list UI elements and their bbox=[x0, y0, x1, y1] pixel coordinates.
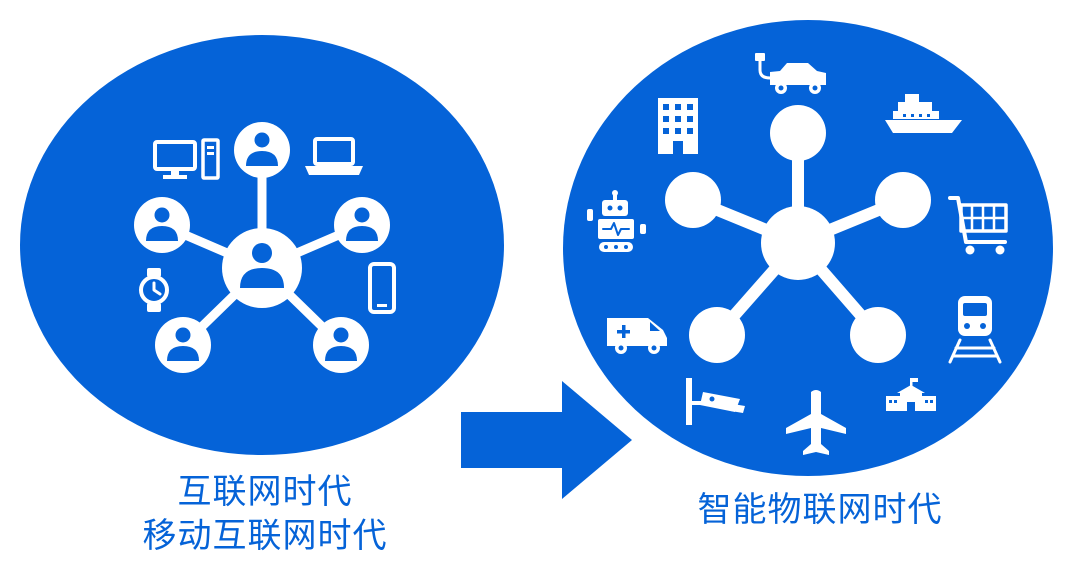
user-icon bbox=[146, 207, 178, 241]
user-icon bbox=[167, 327, 199, 361]
right-panel bbox=[563, 20, 1053, 476]
right-arrow-icon bbox=[461, 381, 632, 499]
hub-node bbox=[761, 206, 835, 280]
electric-car-icon bbox=[755, 53, 826, 94]
user-node-top bbox=[234, 122, 290, 178]
ship-icon bbox=[885, 94, 962, 133]
node-right bbox=[875, 172, 931, 228]
user-icon bbox=[246, 132, 278, 166]
shopping-cart-icon bbox=[948, 196, 1008, 255]
user-node-bottom-right bbox=[313, 317, 369, 373]
smartwatch-icon bbox=[139, 268, 169, 312]
caption-internet-era: 互联网时代 bbox=[177, 472, 353, 512]
node-left bbox=[665, 172, 721, 228]
right-caption: 智能物联网时代 bbox=[620, 488, 1020, 532]
airplane-icon bbox=[786, 390, 846, 455]
node-top bbox=[770, 105, 826, 161]
caption-mobile-internet-era: 移动互联网时代 bbox=[142, 516, 388, 556]
user-icon bbox=[346, 207, 378, 241]
right-network bbox=[665, 105, 931, 363]
user-node-left bbox=[134, 197, 190, 253]
building-icon bbox=[658, 98, 698, 154]
node-bottom-right bbox=[850, 307, 906, 363]
node-bottom-left bbox=[689, 307, 745, 363]
robot-icon bbox=[587, 190, 646, 252]
smartphone-icon bbox=[368, 262, 396, 314]
desktop-computer-icon bbox=[153, 138, 220, 180]
hub-user-node bbox=[222, 228, 302, 308]
ambulance-icon bbox=[607, 318, 667, 354]
user-node-bottom-left bbox=[155, 317, 211, 373]
user-icon bbox=[240, 243, 284, 288]
left-caption: 互联网时代 移动互联网时代 bbox=[60, 470, 470, 558]
laptop-icon bbox=[305, 137, 363, 175]
security-camera-icon bbox=[686, 378, 745, 425]
school-icon bbox=[886, 378, 936, 411]
user-icon bbox=[325, 327, 357, 361]
train-icon bbox=[948, 296, 1002, 364]
left-panel bbox=[20, 35, 504, 455]
left-network bbox=[134, 122, 390, 373]
user-node-right bbox=[334, 197, 390, 253]
caption-aiot-era: 智能物联网时代 bbox=[697, 490, 943, 530]
